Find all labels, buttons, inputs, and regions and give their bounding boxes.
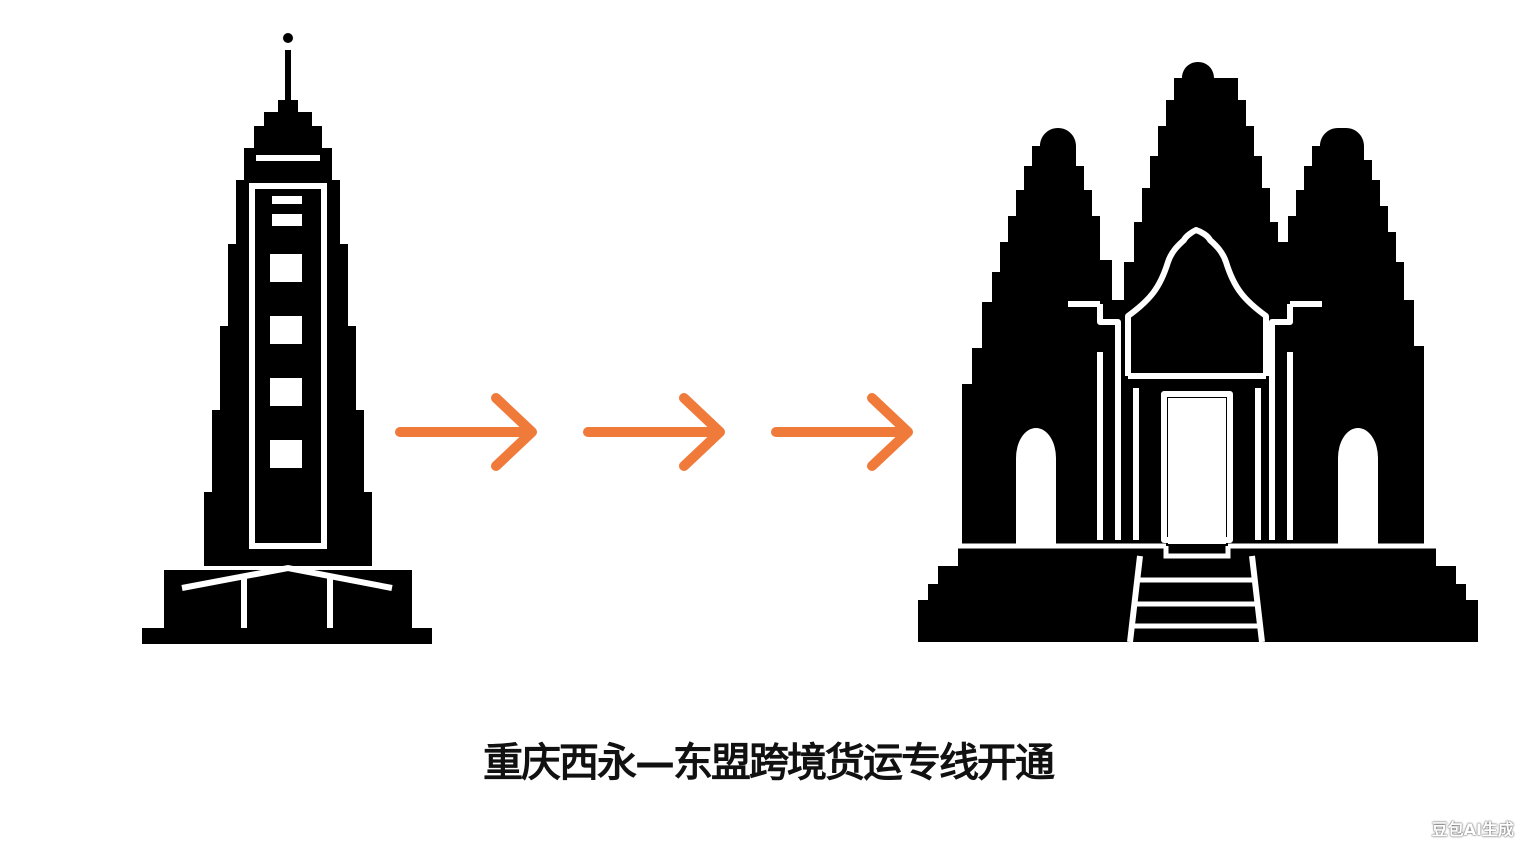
illustration: [142, 33, 1478, 644]
tower-icon: [142, 33, 432, 644]
temple-icon: [918, 62, 1478, 643]
headline: 重庆西永—东盟跨境货运专线开通: [483, 740, 1055, 786]
arrow-right-icon: [583, 393, 725, 471]
arrow-right-icon: [771, 393, 913, 471]
watermark: 豆包AI生成: [1431, 820, 1514, 839]
arrow-right-icon: [395, 393, 537, 471]
